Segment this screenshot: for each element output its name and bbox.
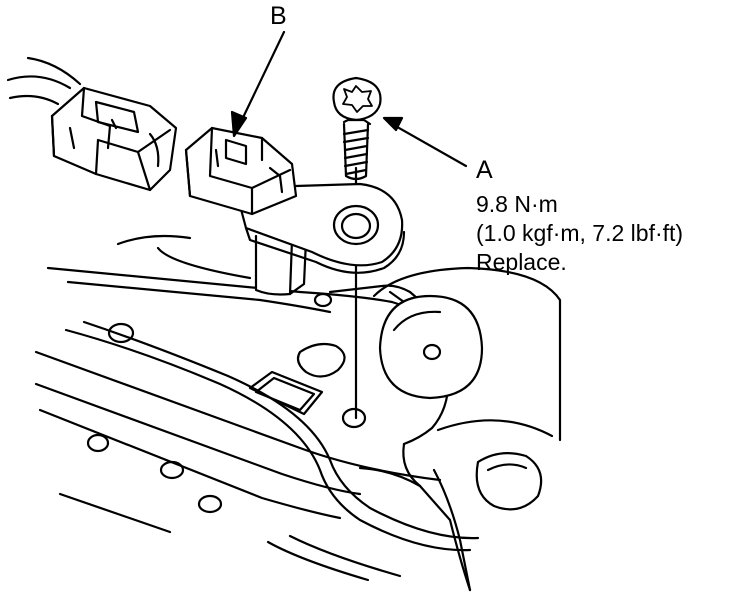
mounting-bracket (34, 234, 554, 592)
pulley (372, 266, 562, 442)
arrowhead-icon (382, 116, 404, 132)
frame-large-hole (475, 451, 543, 511)
frame-hole (159, 460, 185, 480)
sensor-b (184, 126, 406, 296)
frame-hole (313, 292, 333, 308)
callout-b-label: B (270, 2, 287, 30)
leader-a (382, 116, 468, 168)
torx-icon (342, 85, 373, 113)
callout-a-label: A (476, 156, 493, 184)
replace-note: Replace. (476, 249, 567, 275)
leader-b (230, 30, 286, 138)
pulley-center-hole (422, 343, 442, 361)
arrowhead-icon (230, 110, 248, 138)
bolt-a (332, 76, 382, 181)
torque-metric: 9.8 N·m (476, 191, 558, 217)
bolt-hole (341, 407, 367, 429)
frame-recess-slot (296, 342, 346, 378)
torque-spec: 9.8 N·m (1.0 kgf·m, 7.2 lbf·ft) Replace. (476, 190, 683, 277)
harness-connector (6, 56, 178, 192)
frame-hole (197, 494, 223, 514)
frame-hole (107, 322, 135, 344)
frame-hole (86, 433, 110, 453)
frame-holes (86, 292, 543, 514)
torque-alternate-units: (1.0 kgf·m, 7.2 lbf·ft) (476, 220, 684, 246)
